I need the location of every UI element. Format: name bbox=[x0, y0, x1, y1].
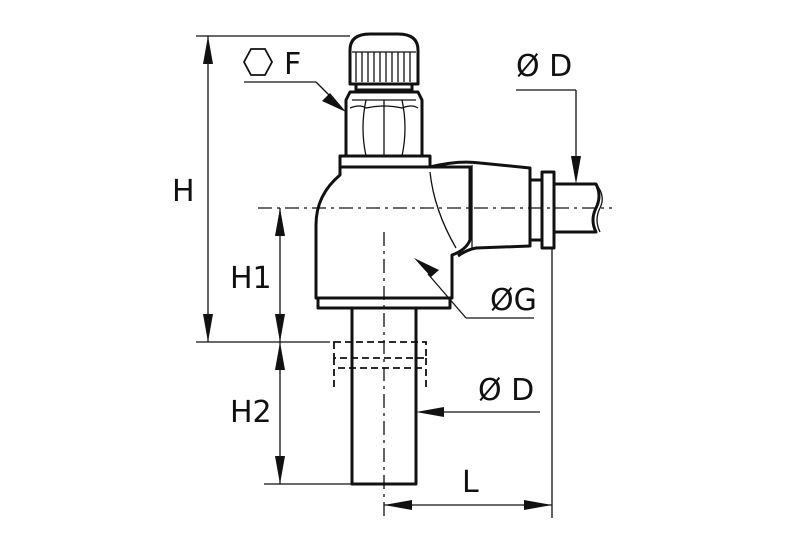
label-h: H bbox=[172, 174, 195, 209]
label-dia-d-top: Ø D bbox=[516, 49, 572, 84]
label-dia-d-bottom: Ø D bbox=[478, 373, 534, 408]
label-l: L bbox=[462, 465, 479, 500]
label-h1: H1 bbox=[230, 261, 272, 296]
dimension-h2 bbox=[275, 342, 285, 484]
body-collar bbox=[338, 154, 432, 169]
leader-hex-f bbox=[244, 81, 346, 112]
dimension-h bbox=[203, 36, 213, 342]
hexagon-icon bbox=[242, 48, 274, 76]
leader-dia-d-bottom bbox=[416, 407, 540, 417]
stem-bottom bbox=[333, 306, 427, 486]
knurled-screw bbox=[348, 32, 420, 92]
dimension-l bbox=[384, 500, 552, 510]
leader-dia-d-top bbox=[516, 89, 581, 184]
label-h2: H2 bbox=[230, 395, 272, 430]
dimension-h1 bbox=[275, 208, 285, 342]
push-in-collet bbox=[528, 170, 556, 250]
label-dia-g: ØG bbox=[490, 283, 537, 318]
label-hex-f: F bbox=[284, 47, 301, 82]
leader-dia-g bbox=[414, 258, 534, 319]
hex-lock-nut bbox=[344, 90, 424, 158]
